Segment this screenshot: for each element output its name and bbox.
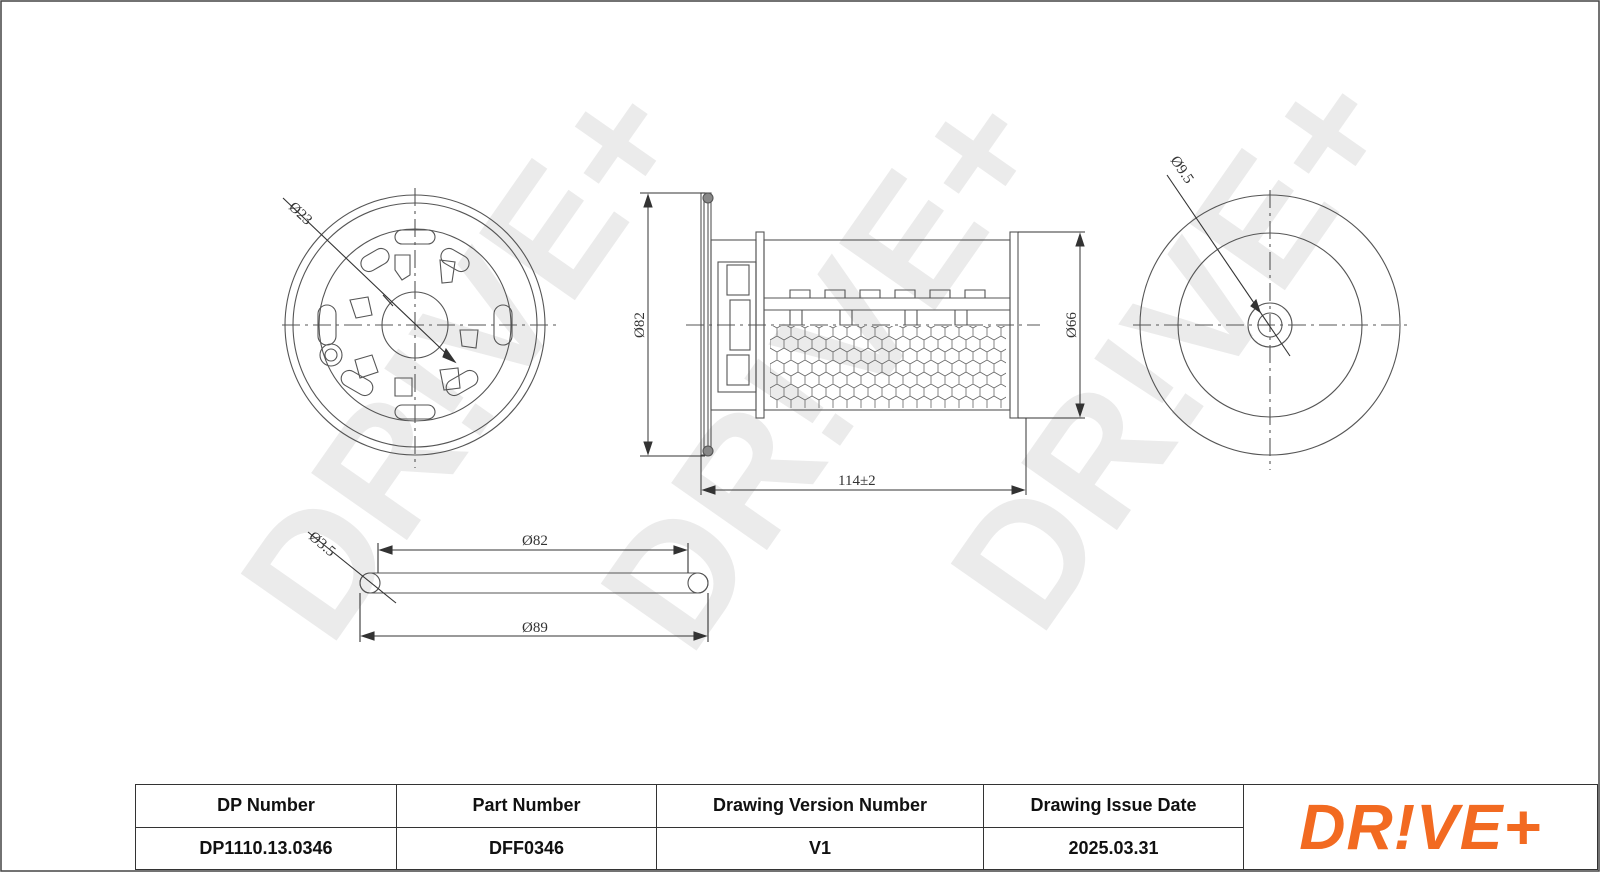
dim-d66: Ø66 [1064, 312, 1080, 338]
header-part-number: Part Number [397, 785, 656, 828]
header-issue-date: Drawing Issue Date [984, 785, 1243, 828]
header-dp-number: DP Number [136, 785, 396, 828]
dim-d89: Ø89 [522, 620, 548, 636]
dim-d82-left: Ø82 [632, 312, 648, 338]
side-view [686, 192, 1040, 457]
value-part-number: DFF0346 [488, 837, 565, 858]
dim-length: 114±2 [838, 473, 876, 489]
value-dp-number: DP1110.13.0346 [199, 837, 333, 858]
logo-part-plus: + [1503, 791, 1542, 863]
col-version: Drawing Version Number V1 [657, 785, 984, 869]
brand-logo: DR!VE+ [1244, 785, 1597, 869]
logo-part-ve: VE [1416, 791, 1504, 863]
header-version: Drawing Version Number [657, 785, 983, 828]
title-block: DP Number DP1110.13.0346 Part Number DFF… [135, 784, 1598, 870]
col-part-number: Part Number DFF0346 [397, 785, 657, 869]
logo-text: DR!VE+ [1299, 790, 1542, 864]
end-cap-view [282, 188, 556, 468]
logo-part-excl: ! [1393, 791, 1416, 863]
col-dp-number: DP Number DP1110.13.0346 [136, 785, 397, 869]
side-view-dims [640, 192, 1085, 495]
col-issue-date: Drawing Issue Date 2025.03.31 [984, 785, 1244, 869]
outlet-view [1133, 174, 1410, 470]
o-ring-view [307, 531, 709, 642]
hex-mesh [770, 326, 1006, 408]
value-version: V1 [808, 837, 832, 858]
value-issue-date: 2025.03.31 [1068, 837, 1159, 858]
logo-part-dr: DR [1299, 791, 1394, 863]
dim-d82-ring: Ø82 [522, 533, 548, 549]
